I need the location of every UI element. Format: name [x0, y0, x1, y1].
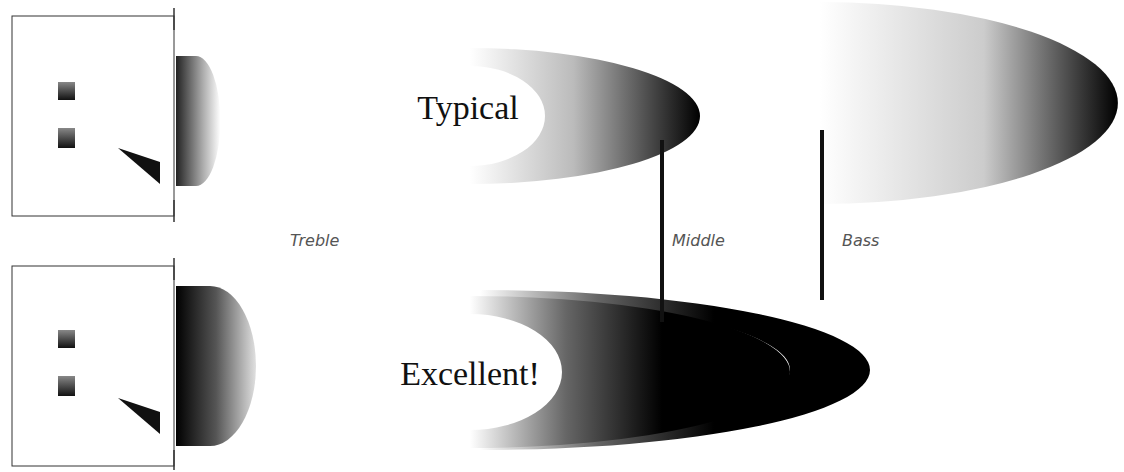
band-label: Bass: [842, 232, 879, 250]
treble-wave: [176, 56, 220, 186]
speaker-box: [12, 258, 174, 470]
rating-label: Typical: [417, 89, 518, 126]
rating-label: Excellent!: [400, 355, 540, 392]
speaker-box: [12, 8, 174, 222]
band-label: Treble: [290, 232, 339, 250]
middle-marker: [660, 140, 664, 322]
bass-wave: [820, 2, 1118, 204]
band-label: Middle: [672, 232, 725, 250]
bass-marker: [820, 130, 824, 300]
treble-wave: [176, 286, 256, 446]
